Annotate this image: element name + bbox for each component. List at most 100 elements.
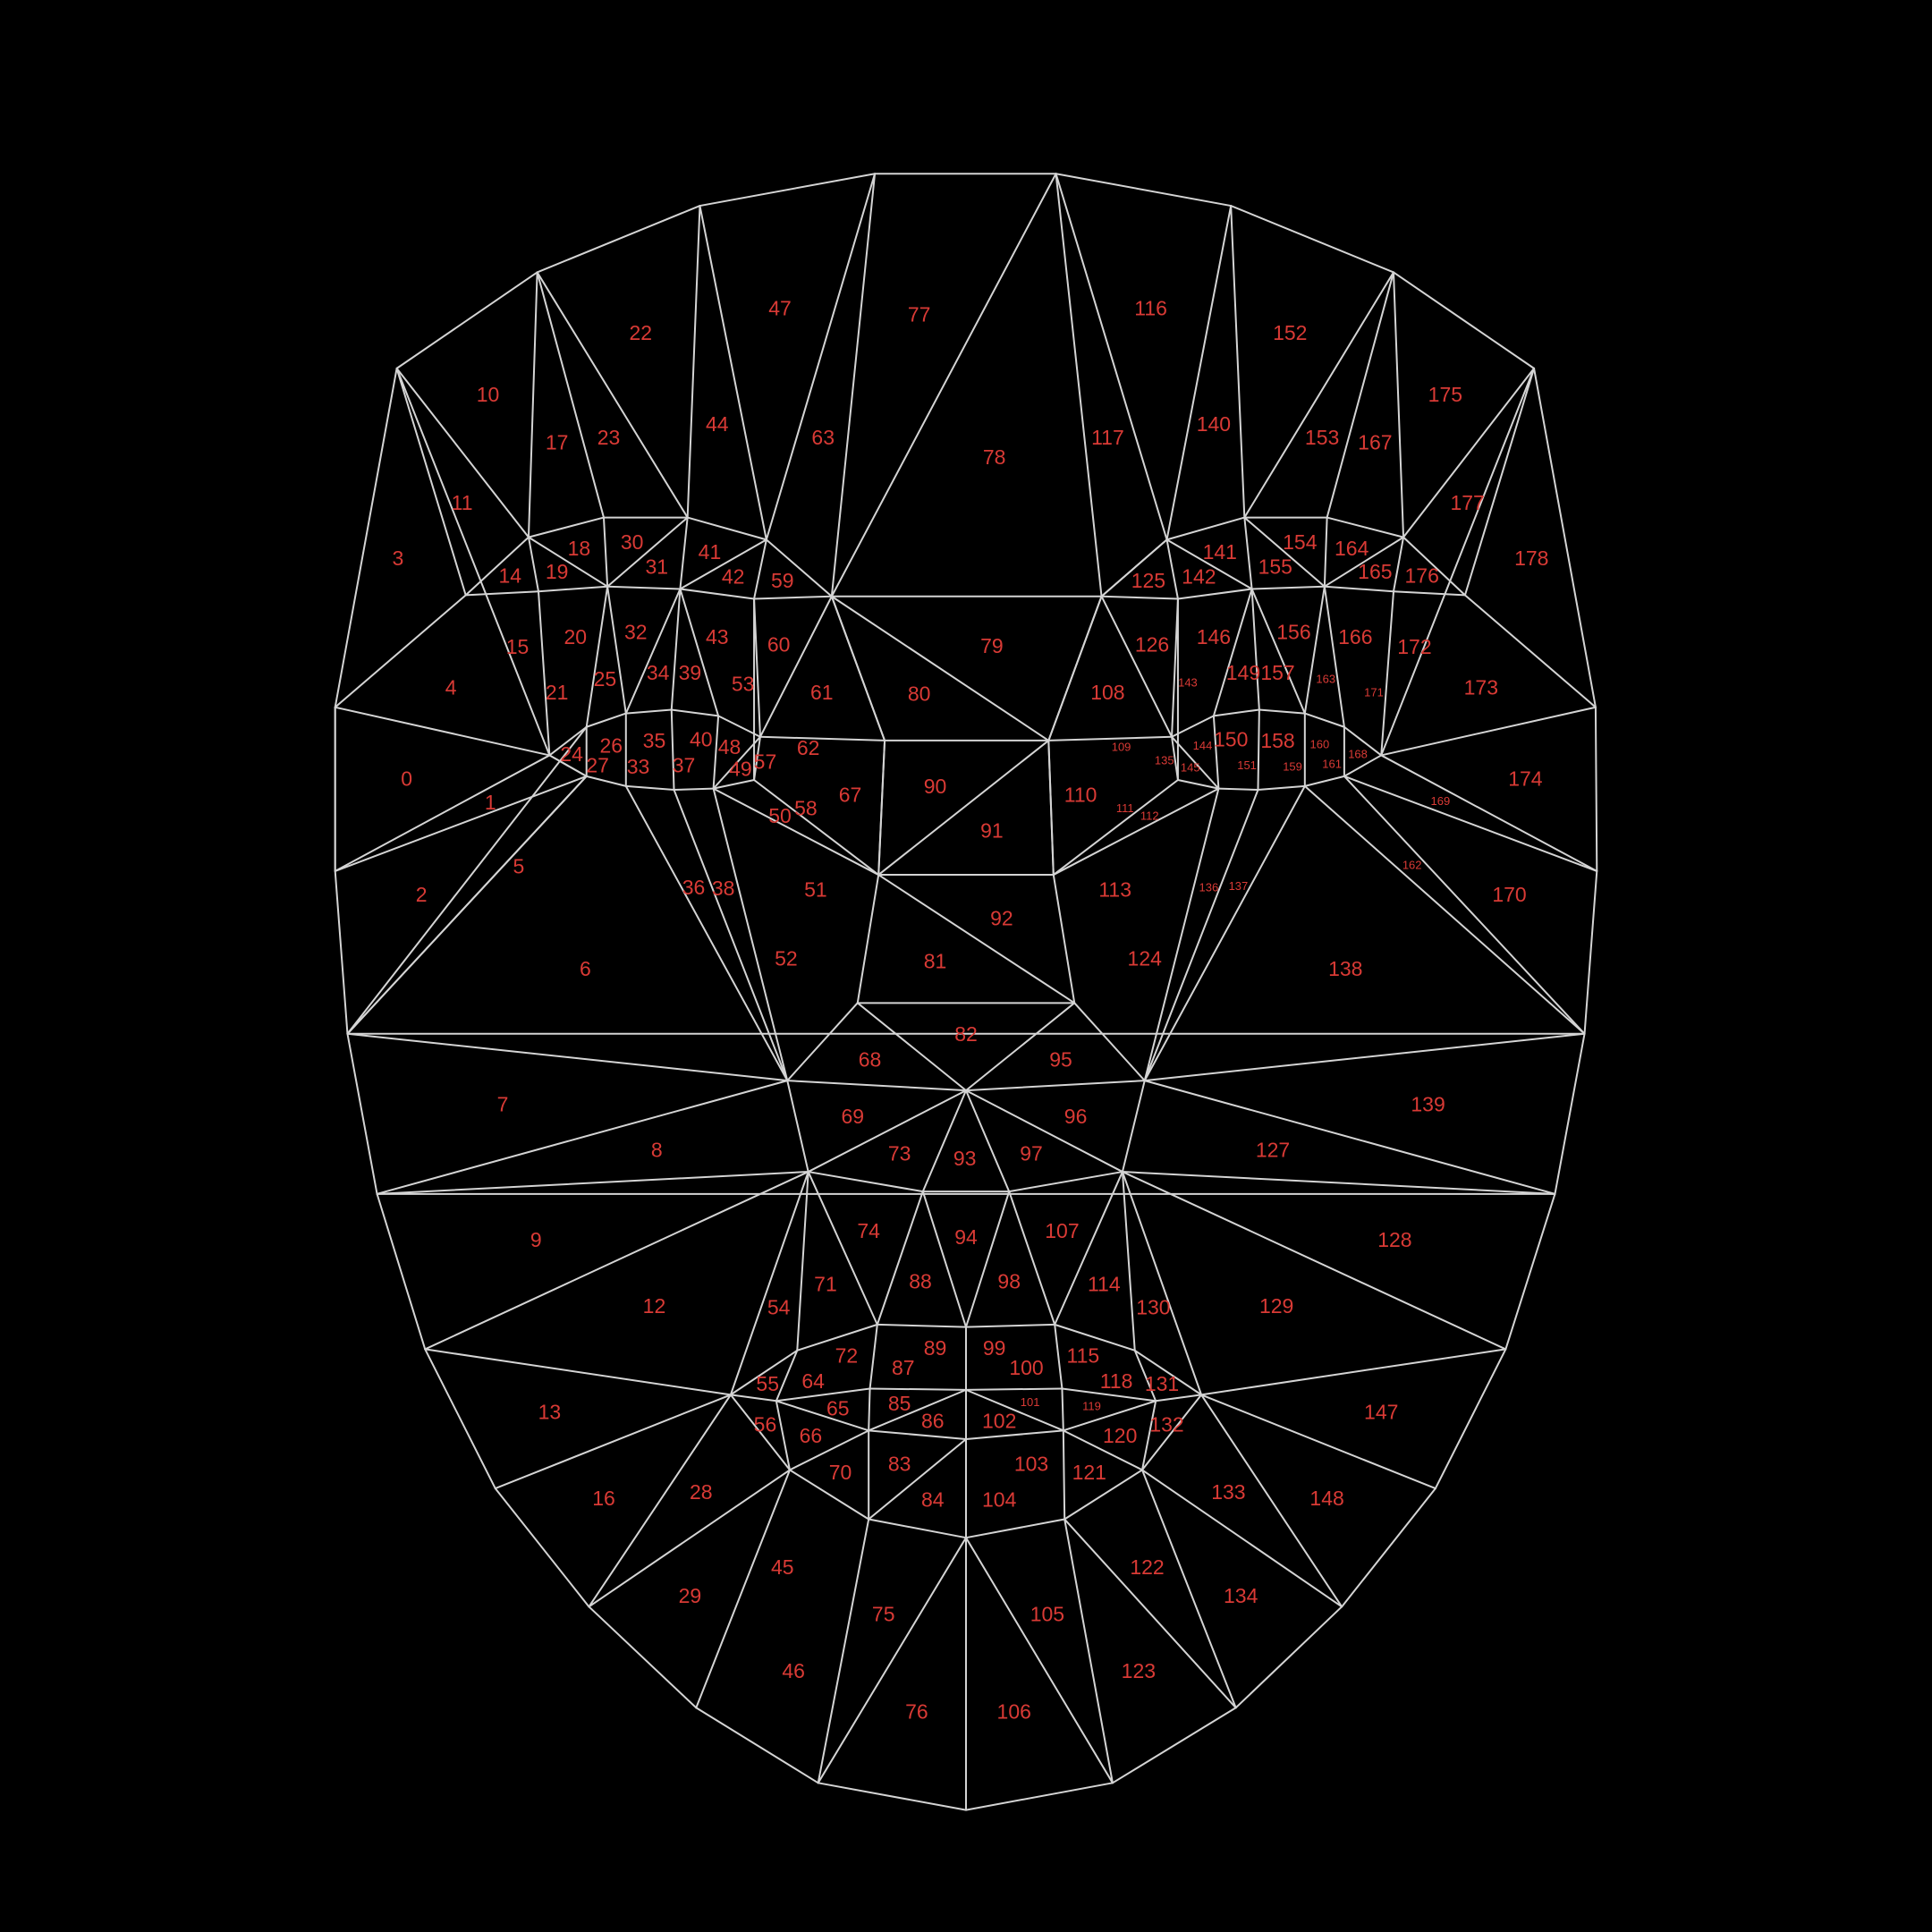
mesh-edge-166 (1200, 1394, 1343, 1608)
mesh-edge-216 (1063, 1518, 1237, 1709)
triangle-label-49: 49 (729, 758, 752, 781)
mesh-edge-3 (395, 271, 538, 369)
mesh-edge-127 (877, 874, 1076, 1004)
mesh-edge-44 (830, 173, 877, 597)
triangle-label-95: 95 (1049, 1048, 1072, 1072)
triangle-label-178: 178 (1514, 547, 1548, 570)
triangle-label-30: 30 (621, 530, 644, 554)
triangle-label-141: 141 (1203, 540, 1237, 564)
mesh-edge-46 (1055, 173, 1103, 597)
mesh-edge-197 (1140, 1400, 1157, 1471)
mesh-edge-249 (1171, 715, 1215, 738)
mesh-edge-223 (1323, 585, 1395, 593)
triangle-label-33: 33 (627, 755, 650, 778)
triangle-label-108: 108 (1090, 681, 1124, 704)
mesh-edge-185 (965, 1387, 1063, 1391)
mesh-edge-174 (1054, 1323, 1136, 1352)
mesh-edge-110 (712, 787, 789, 1082)
triangle-label-101: 101 (1021, 1395, 1040, 1409)
triangle-label-18: 18 (568, 537, 591, 560)
mesh-edge-159 (1121, 1171, 1136, 1352)
triangle-label-172: 172 (1397, 635, 1431, 658)
triangle-label-50: 50 (768, 804, 792, 827)
mesh-edge-186 (1061, 1387, 1157, 1402)
triangle-label-147: 147 (1364, 1401, 1398, 1424)
mesh-edge-27 (395, 367, 530, 538)
mesh-edge-243 (1100, 595, 1174, 738)
triangle-label-6: 6 (580, 957, 591, 980)
triangle-label-0: 0 (401, 767, 412, 791)
triangle-label-2: 2 (416, 883, 428, 906)
triangle-label-143: 143 (1178, 676, 1198, 690)
mesh-edge-153 (729, 1171, 809, 1396)
mesh-edge-21 (1504, 1192, 1556, 1351)
triangle-label-1: 1 (485, 791, 496, 814)
triangle-label-44: 44 (706, 412, 729, 436)
mesh-edge-131 (965, 1002, 1076, 1092)
mesh-edge-164 (1200, 1394, 1436, 1490)
triangle-label-66: 66 (800, 1424, 823, 1447)
triangle-label-86: 86 (921, 1409, 945, 1432)
mesh-edge-208 (1063, 1469, 1143, 1521)
mesh-edge-141 (807, 1171, 924, 1193)
mesh-edge-172 (876, 1323, 967, 1328)
triangle-label-152: 152 (1273, 321, 1307, 344)
triangle-label-102: 102 (982, 1409, 1016, 1432)
mesh-edge-41 (686, 205, 701, 519)
mesh-edge-260 (1171, 735, 1220, 790)
mesh-edge-168 (1140, 1469, 1343, 1608)
triangle-label-114: 114 (1088, 1272, 1121, 1295)
triangle-label-157: 157 (1260, 661, 1294, 684)
mesh-edge-47 (1055, 173, 1168, 541)
mesh-edge-239 (1250, 588, 1260, 711)
mesh-edge-231 (1243, 516, 1253, 590)
mesh-edge-94 (717, 715, 761, 738)
mesh-edge-105 (712, 715, 720, 790)
mesh-edge-111 (712, 787, 880, 877)
triangle-label-115: 115 (1067, 1343, 1100, 1367)
triangle-label-76: 76 (905, 1699, 928, 1723)
triangle-label-87: 87 (892, 1356, 915, 1379)
mesh-edge-11 (588, 1606, 698, 1709)
mesh-edge-53 (1402, 367, 1536, 538)
mesh-edge-265 (1052, 787, 1220, 877)
mesh-edge-130 (856, 1002, 967, 1092)
mesh-edge-108 (624, 784, 789, 1082)
triangle-label-55: 55 (756, 1372, 779, 1395)
mesh-edge-124 (856, 874, 880, 1004)
triangle-label-153: 153 (1305, 426, 1339, 449)
triangle-label-75: 75 (872, 1603, 895, 1626)
mesh-edge-19 (1583, 869, 1598, 1035)
triangle-label-138: 138 (1328, 957, 1362, 980)
triangle-label-4: 4 (445, 676, 457, 699)
triangle-label-130: 130 (1136, 1296, 1170, 1319)
triangle-label-110: 110 (1064, 784, 1097, 807)
triangle-label-122: 122 (1130, 1555, 1164, 1579)
triangle-label-88: 88 (909, 1270, 932, 1293)
triangle-label-28: 28 (690, 1480, 713, 1504)
triangle-label-173: 173 (1464, 676, 1498, 699)
mesh-edge-76 (679, 516, 689, 590)
mesh-edge-10 (494, 1487, 590, 1608)
triangle-label-159: 159 (1283, 759, 1302, 773)
mesh-edge-48 (1165, 205, 1233, 541)
triangle-label-13: 13 (538, 1401, 562, 1424)
mesh-edge-137 (965, 1089, 1123, 1174)
mesh-edge-148 (1121, 1171, 1556, 1195)
mesh-edge-6 (334, 869, 349, 1035)
mesh-edge-45 (830, 173, 1057, 597)
triangle-label-63: 63 (811, 426, 835, 449)
mesh-edge-77 (679, 538, 767, 590)
mesh-edge-83 (624, 588, 682, 715)
mesh-edge-52 (1393, 271, 1405, 538)
triangle-label-26: 26 (599, 733, 623, 757)
triangle-label-58: 58 (794, 797, 818, 820)
mesh-edge-235 (1380, 590, 1395, 757)
triangle-label-79: 79 (980, 634, 1004, 657)
mesh-edge-18 (1594, 706, 1598, 872)
mesh-edge-35 (346, 725, 588, 1035)
triangle-label-20: 20 (564, 625, 588, 648)
triangle-label-19: 19 (546, 560, 569, 583)
triangle-label-53: 53 (732, 673, 755, 696)
mesh-edge-12 (695, 1707, 819, 1784)
